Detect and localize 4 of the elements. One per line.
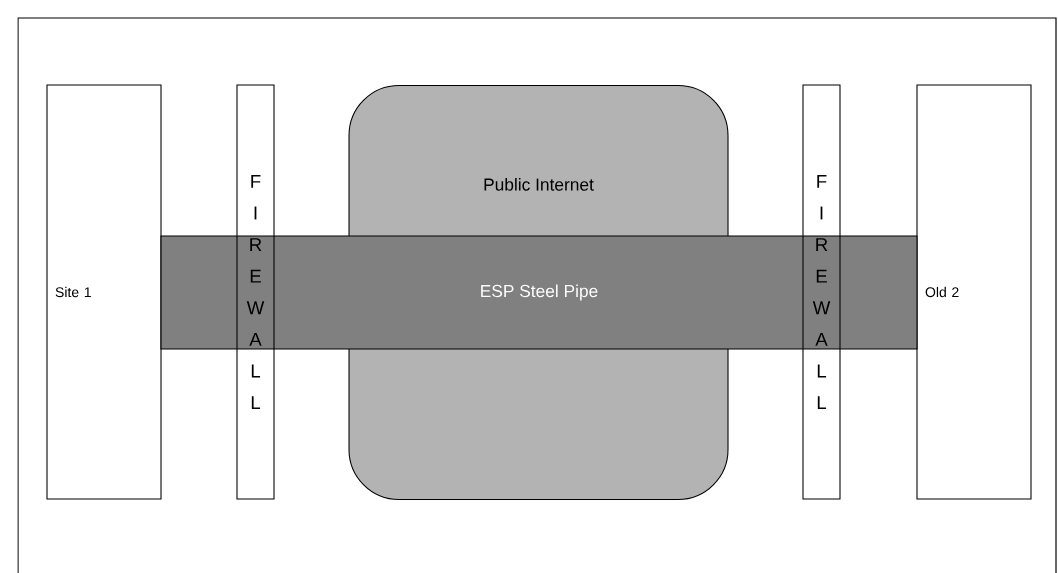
firewall-box: FIREWALL (236, 84, 275, 500)
site-box: Site 1 (46, 84, 162, 500)
site-box: Old 2 (916, 84, 1032, 500)
firewall-box: FIREWALL (802, 84, 841, 500)
